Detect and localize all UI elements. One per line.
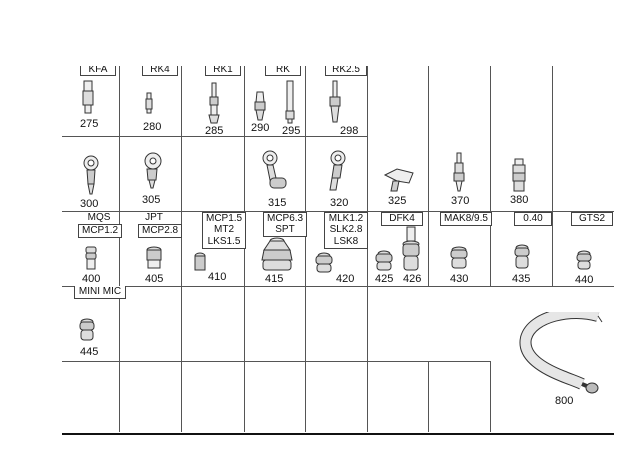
part-number-445: 445 — [80, 346, 99, 358]
cable-icon — [519, 312, 603, 394]
ring-terminal-icon — [329, 150, 346, 191]
label-lks1-5: LKS1.5 — [202, 236, 246, 249]
label-rk2-5: RK2.5 — [325, 66, 367, 76]
label-rk4: RK4 — [142, 66, 178, 76]
part-number-426: 426 — [403, 273, 422, 285]
part-number-405: 405 — [145, 273, 164, 285]
label-dfk4: DFK4 — [381, 212, 423, 226]
contact-pin-icon — [254, 91, 266, 121]
grid-line — [305, 66, 306, 432]
part-number-325: 325 — [388, 195, 407, 207]
part-number-420: 420 — [336, 273, 355, 285]
seal-icon — [194, 252, 206, 271]
label-mak8-9-5: MAK8/9.5 — [440, 212, 492, 226]
label-lsk8: LSK8 — [324, 236, 368, 249]
part-number-275: 275 — [80, 118, 99, 130]
part-number-298: 298 — [340, 125, 359, 137]
contact-pin-icon — [208, 82, 220, 124]
seal-icon — [576, 250, 592, 270]
part-number-415: 415 — [265, 273, 284, 285]
label-mcp1-2: MCP1.2 — [78, 224, 122, 238]
part-number-285: 285 — [205, 125, 224, 137]
part-number-435: 435 — [512, 273, 531, 285]
grid-line — [428, 361, 429, 432]
grid-line — [367, 361, 368, 432]
contact-pin-icon — [145, 92, 153, 114]
grid-line — [428, 66, 429, 286]
label-rk: RK — [265, 66, 301, 76]
label-rk1: RK1 — [205, 66, 241, 76]
grid-line — [62, 211, 614, 212]
seal-icon — [261, 237, 293, 271]
contact-pin-icon — [329, 80, 341, 123]
seal-icon — [450, 246, 468, 269]
bottom-rule — [62, 433, 614, 435]
seal-icon — [375, 250, 393, 271]
ring-terminal-icon — [83, 155, 99, 195]
grid-line — [244, 66, 245, 432]
part-number-295: 295 — [282, 125, 301, 137]
seal-icon — [315, 252, 333, 273]
part-number-300: 300 — [80, 198, 99, 210]
part-number-320: 320 — [330, 197, 349, 209]
ring-terminal-icon — [383, 168, 414, 192]
part-number-430: 430 — [450, 273, 469, 285]
part-number-315: 315 — [268, 197, 287, 209]
contact-pin-icon — [453, 152, 465, 192]
grid-line — [490, 361, 491, 432]
contact-pin-icon — [82, 80, 94, 114]
seal-icon — [79, 318, 95, 341]
part-number-800: 800 — [555, 395, 574, 407]
ring-terminal-icon — [144, 152, 162, 189]
part-number-370: 370 — [451, 195, 470, 207]
part-number-280: 280 — [143, 121, 162, 133]
label-mini-mic: MINI MIC — [74, 286, 126, 299]
seal-icon — [146, 246, 162, 269]
part-number-410: 410 — [208, 271, 227, 283]
label-gts2: GTS2 — [571, 212, 613, 226]
contact-pin-icon — [285, 80, 295, 124]
label-0-40: 0.40 — [514, 212, 552, 226]
label-kfa: KFA — [80, 66, 116, 76]
part-number-290: 290 — [251, 122, 270, 134]
label-spt: SPT — [263, 224, 307, 237]
grid-line — [62, 136, 368, 137]
grid-line — [552, 66, 553, 286]
part-number-425: 425 — [375, 273, 394, 285]
contact-pin-icon — [512, 158, 526, 192]
grid-line — [119, 66, 120, 432]
grid-line — [490, 66, 491, 286]
part-number-400: 400 — [82, 273, 101, 285]
label-mcp2-8: MCP2.8 — [138, 224, 182, 238]
part-number-440: 440 — [575, 274, 594, 286]
grid-line — [181, 66, 182, 432]
ring-terminal-icon — [262, 150, 287, 189]
seal-icon — [402, 226, 420, 271]
part-number-305: 305 — [142, 194, 161, 206]
part-number-380: 380 — [510, 194, 529, 206]
seal-icon — [514, 244, 530, 269]
seal-icon — [85, 246, 97, 270]
grid-line — [62, 286, 614, 287]
grid-line — [62, 361, 490, 362]
